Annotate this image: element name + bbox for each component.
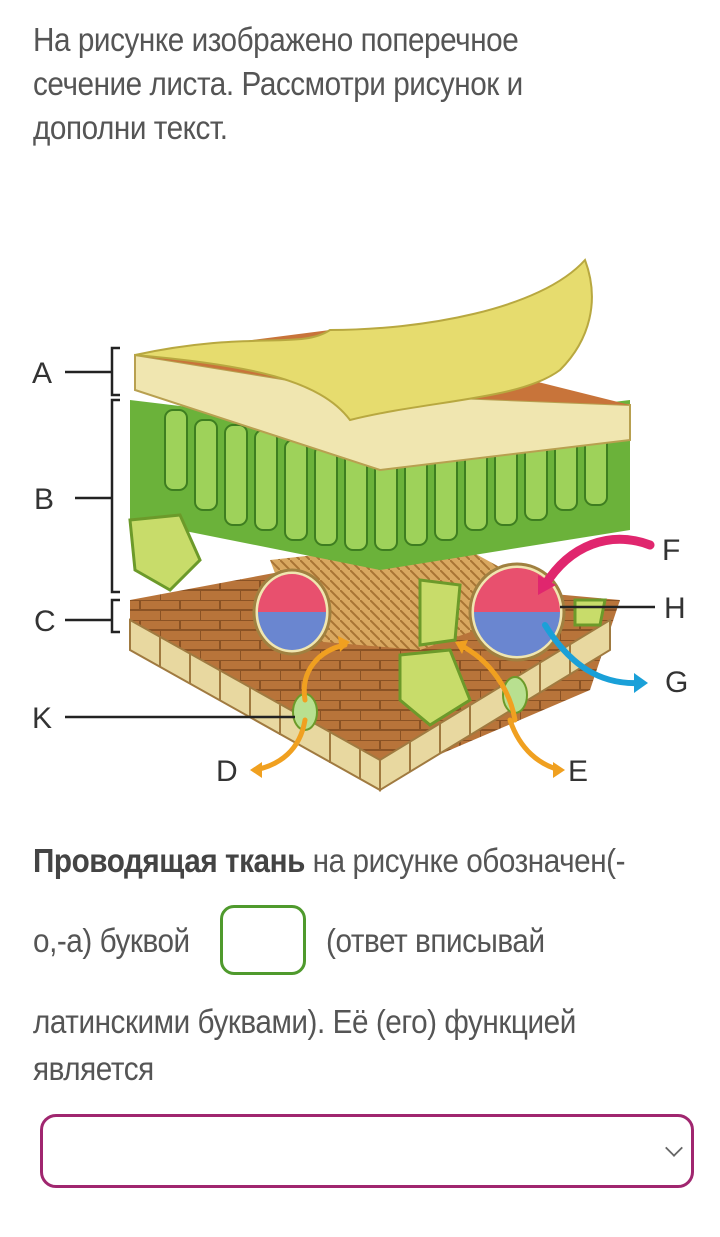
question-bold: Проводящая ткань bbox=[33, 842, 305, 879]
question-text-2: о,-а) буквой bbox=[33, 922, 190, 959]
function-select[interactable] bbox=[40, 1114, 694, 1188]
chevron-down-icon bbox=[665, 1139, 683, 1157]
label-b: B bbox=[34, 483, 54, 516]
cuticle-layer bbox=[134, 258, 593, 422]
label-a: A bbox=[32, 357, 52, 390]
letter-answer-input[interactable] bbox=[220, 905, 306, 975]
label-f: F bbox=[662, 534, 680, 567]
label-h: H bbox=[664, 592, 686, 625]
label-k: K bbox=[32, 702, 52, 735]
question-text-4: латинскими буквами). Её (его) функцией bbox=[33, 1003, 576, 1040]
label-c: C bbox=[34, 605, 56, 638]
leaf-cross-section-diagram: A B C K D E F H G bbox=[32, 258, 688, 792]
label-g: G bbox=[665, 666, 688, 699]
vascular-bundle-left bbox=[252, 568, 332, 656]
question-text-3: (ответ вписывай bbox=[326, 922, 545, 959]
label-d: D bbox=[216, 755, 238, 788]
label-e: E bbox=[568, 755, 588, 788]
question-line-1: Проводящая ткань на рисунке обозначен(- bbox=[33, 842, 625, 880]
task-intro: На рисунке изображено поперечное сечение… bbox=[33, 21, 523, 146]
question-text-1: на рисунке обозначен(- bbox=[304, 842, 626, 879]
question-text-5: является bbox=[33, 1050, 154, 1087]
